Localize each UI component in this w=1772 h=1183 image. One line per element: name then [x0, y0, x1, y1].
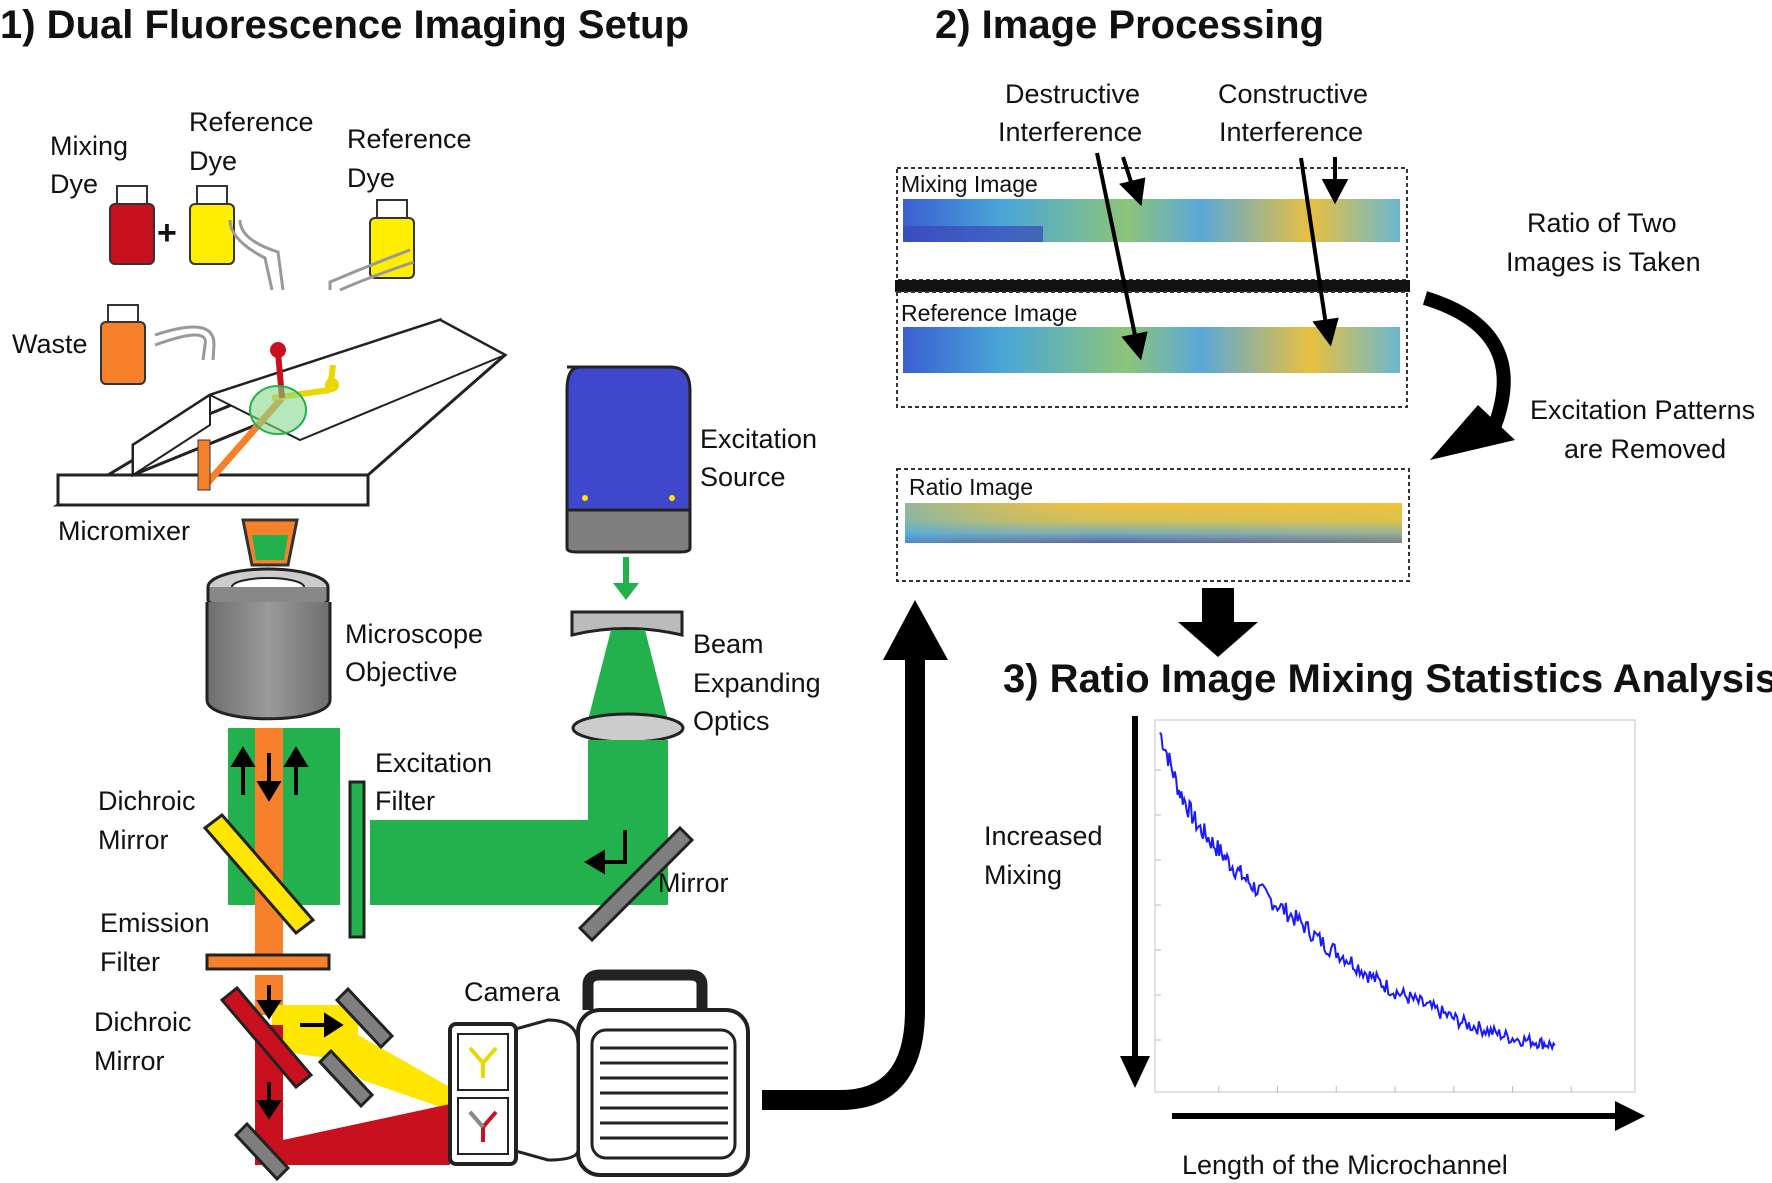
- excitation-filter-label-2: Filter: [375, 786, 435, 816]
- side-mirror-2: [317, 1048, 375, 1109]
- mixing-dye-label-2: Dye: [50, 169, 98, 199]
- beam-expanding-label-3: Optics: [693, 706, 770, 736]
- reference-dye-2-label-1: Reference: [347, 124, 472, 154]
- ratio-image-label: Ratio Image: [909, 474, 1033, 500]
- camera-label: Camera: [464, 977, 561, 1007]
- ratio-image-panel: [896, 468, 1410, 582]
- processing-title: 2) Image Processing: [935, 3, 1324, 47]
- y-axis-label-1: Increased: [984, 821, 1103, 851]
- red-beam: [255, 1025, 450, 1165]
- ratio-note-1: Ratio of Two: [1527, 208, 1677, 238]
- destructive-label-1: Destructive: [1005, 79, 1140, 109]
- beam-expander: [570, 610, 685, 744]
- reference-dye-vial-1: [189, 185, 235, 265]
- camera: [448, 969, 750, 1177]
- plus-sign: +: [157, 214, 177, 252]
- analysis-title: 3) Ratio Image Mixing Statistics Analysi…: [1003, 657, 1772, 701]
- emission-filter: [205, 953, 331, 971]
- excitation-filter: [348, 780, 366, 939]
- x-direction-arrow: [1172, 1101, 1645, 1131]
- yellow-beam: [272, 1005, 455, 1112]
- mixing-curve: [1159, 731, 1556, 1052]
- beam-expanding-label-2: Expanding: [693, 668, 821, 698]
- mixing-dye-vial: [109, 185, 155, 265]
- source-arrow: [613, 557, 639, 600]
- panel-divider: [895, 280, 1410, 292]
- interference-arrows: [1095, 152, 1349, 361]
- emission-filter-label-1: Emission: [100, 908, 210, 938]
- excitation-source: [565, 365, 692, 554]
- reference-dye-vial-2: [369, 199, 415, 279]
- mirror-arrow: [584, 830, 627, 875]
- mirror-label: Mirror: [658, 868, 728, 898]
- micromixer-label: Micromixer: [58, 516, 190, 546]
- curved-process-arrow: [1422, 291, 1515, 460]
- reference-dye-1-label-2: Dye: [189, 146, 237, 176]
- ratio-note-2: Images is Taken: [1506, 247, 1701, 277]
- constructive-label-1: Constructive: [1218, 79, 1368, 109]
- reference-image-panel: [896, 291, 1408, 408]
- reference-dye-1-label-1: Reference: [189, 107, 314, 137]
- down-arrow-to-analysis: [1178, 588, 1258, 657]
- dichroic-mirror-2: [219, 985, 314, 1090]
- mirror: [577, 825, 695, 943]
- dichroic-1-label-1: Dichroic: [98, 786, 196, 816]
- dichroic-mirror-1: [202, 812, 316, 936]
- mixing-plot: [1154, 719, 1636, 1093]
- reference-dye-2-label-2: Dye: [347, 163, 395, 193]
- dichroic-1-label-2: Mirror: [98, 825, 168, 855]
- reference-image-label: Reference Image: [901, 300, 1077, 326]
- constructive-label-2: Interference: [1219, 117, 1363, 147]
- waste-label: Waste: [12, 329, 88, 359]
- beam-expanding-label-1: Beam: [693, 629, 764, 659]
- lower-beam-arrows: [256, 985, 344, 1120]
- setup-title: 1) Dual Fluorescence Imaging Setup: [0, 3, 689, 47]
- tubing: [154, 219, 415, 361]
- x-axis-label: Length of the Microchannel: [1182, 1150, 1508, 1180]
- emission-filter-label-2: Filter: [100, 947, 160, 977]
- microscope-objective-label-1: Microscope: [345, 619, 483, 649]
- sample-cup: [241, 518, 299, 567]
- microscope-objective: [205, 567, 332, 721]
- destructive-label-2: Interference: [998, 117, 1142, 147]
- y-axis-label-2: Mixing: [984, 860, 1062, 890]
- dichroic-2-label-1: Dichroic: [94, 1007, 192, 1037]
- excitation-note-1: Excitation Patterns: [1530, 395, 1755, 425]
- mixing-image-panel: [896, 167, 1408, 281]
- side-mirror-1: [334, 986, 395, 1050]
- excitation-filter-label-1: Excitation: [375, 748, 492, 778]
- camera-to-processing-arrow: [762, 600, 948, 1110]
- excitation-note-2: are Removed: [1564, 434, 1726, 464]
- waste-vial: [100, 304, 146, 385]
- mixing-image-label: Mixing Image: [901, 171, 1038, 197]
- excitation-source-label-1: Excitation: [700, 424, 817, 454]
- microscope-objective-label-2: Objective: [345, 657, 458, 687]
- beam-arrows: [230, 746, 309, 802]
- y-direction-arrow: [1120, 716, 1150, 1088]
- dichroic-2-label-2: Mirror: [94, 1046, 164, 1076]
- side-mirror-3: [233, 1121, 291, 1182]
- mixing-dye-label-1: Mixing: [50, 131, 128, 161]
- micromixer-chip: [52, 317, 508, 507]
- plot-frame: [1154, 719, 1636, 1093]
- excitation-source-label-2: Source: [700, 462, 786, 492]
